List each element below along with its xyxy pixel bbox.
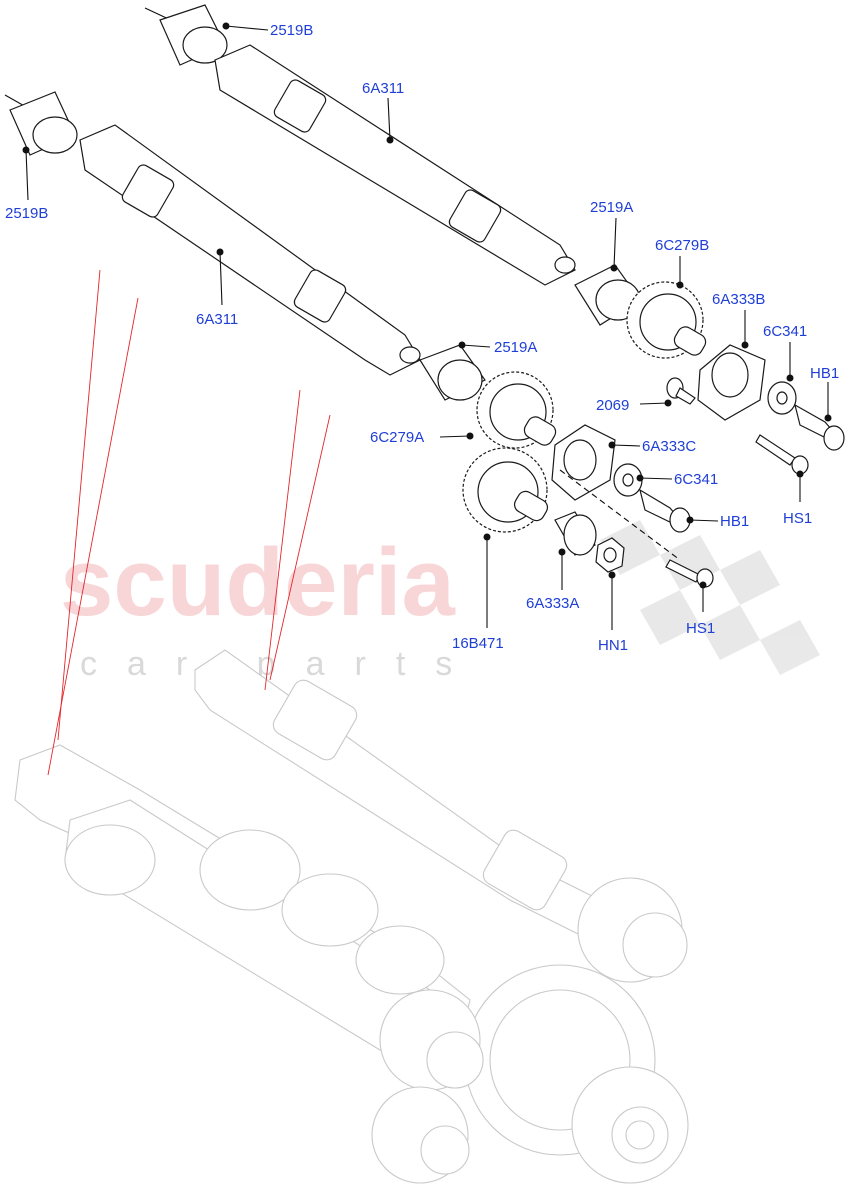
callout-label: 2519A xyxy=(494,339,537,356)
camshaft-upper xyxy=(144,4,576,286)
callout-label: HS1 xyxy=(686,620,715,637)
callout-label: HN1 xyxy=(598,637,628,654)
callout-6A311-lower: 6A311 xyxy=(196,248,238,328)
bolt-HS1-right xyxy=(755,434,809,475)
callout-HS1-lower: HS1 xyxy=(686,581,715,637)
callout-label: 2519B xyxy=(270,22,313,39)
callout-2069: 2069 xyxy=(596,397,672,414)
callout-label: 6A333C xyxy=(642,438,696,455)
callout-6A311-top: 6A311 xyxy=(362,80,404,144)
callout-label: 6C279B xyxy=(655,237,709,254)
bolt-2069 xyxy=(666,377,696,405)
bearing-sleeve-2519A-center xyxy=(419,344,486,401)
bolt-HB1-right xyxy=(794,403,845,451)
watermark-logo-text: scuderia xyxy=(60,529,455,636)
housing-6A333B xyxy=(697,344,766,421)
callout-2519B-left: 2519B xyxy=(5,146,48,222)
callout-label: 6C341 xyxy=(763,323,807,340)
callout-6A333B: 6A333B xyxy=(712,291,765,349)
callout-label: 2519B xyxy=(5,205,48,222)
callout-6C279A: 6C279A xyxy=(370,429,474,446)
callout-label: 6C279A xyxy=(370,429,424,446)
callout-HN1: HN1 xyxy=(598,571,628,654)
callout-label: HB1 xyxy=(720,513,749,530)
reference-lines xyxy=(47,269,331,776)
bolt-HB1-center xyxy=(639,488,691,533)
callout-label: 16B471 xyxy=(452,635,504,652)
housing-6A333C xyxy=(551,424,616,501)
callout-HB1-center: HB1 xyxy=(686,513,749,530)
callout-label: 2519A xyxy=(590,199,633,216)
spacer-6A333A xyxy=(554,511,597,556)
background-engine-assembly xyxy=(14,649,689,1184)
callout-6A333C: 6A333C xyxy=(608,438,696,455)
callout-2519A-center: 2519A xyxy=(458,339,537,356)
callout-label: HS1 xyxy=(783,510,812,527)
callout-6C341-right: 6C341 xyxy=(763,323,807,382)
washer-6C341-center xyxy=(613,463,643,497)
callout-label: 6C341 xyxy=(674,471,718,488)
checkered-flag-watermark xyxy=(600,520,820,675)
bearing-sleeve-2519A-right xyxy=(574,264,641,326)
assembly-axis-line xyxy=(559,469,681,561)
watermark-sub-text: car parts xyxy=(80,645,482,683)
callout-label: 6A311 xyxy=(362,80,404,97)
callout-16B471: 16B471 xyxy=(452,533,504,652)
gear-6C279B xyxy=(626,281,707,359)
callout-HS1-right: HS1 xyxy=(783,470,812,527)
callout-label: HB1 xyxy=(810,365,839,382)
callout-6C341-center: 6C341 xyxy=(636,471,718,488)
nut-HN1 xyxy=(595,537,625,573)
gear-6C279A xyxy=(476,371,557,449)
callout-HB1-right: HB1 xyxy=(810,365,839,422)
callout-label: 6A311 xyxy=(196,311,238,328)
washer-6C341-right xyxy=(767,381,797,415)
camshaft-lower xyxy=(4,91,421,376)
callout-6C279B: 6C279B xyxy=(655,237,709,289)
callout-2519A-right: 2519A xyxy=(590,199,633,272)
callout-label: 6A333B xyxy=(712,291,765,308)
callout-2519B-top: 2519B xyxy=(222,22,313,39)
gear-16B471 xyxy=(462,447,549,533)
callout-6A333A: 6A333A xyxy=(526,548,579,612)
callout-label: 2069 xyxy=(596,397,629,414)
callout-label: 6A333A xyxy=(526,595,579,612)
